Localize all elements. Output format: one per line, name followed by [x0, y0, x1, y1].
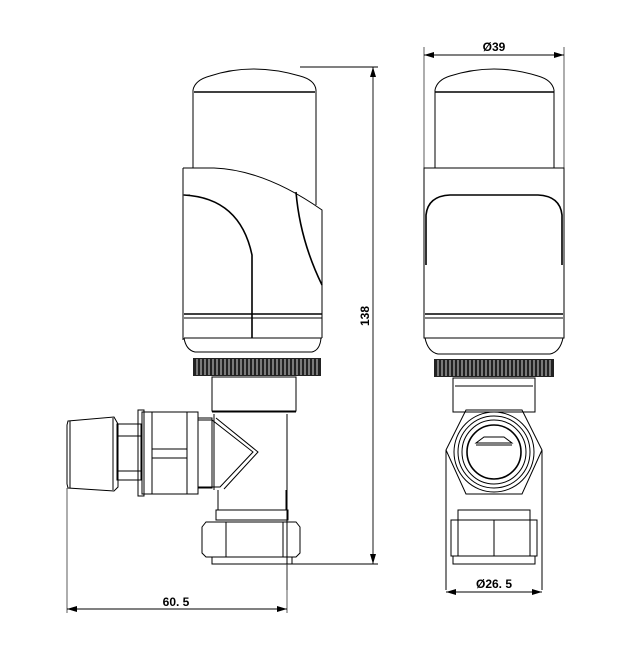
front-head-cap [434, 68, 555, 91]
union-nut [141, 411, 199, 495]
side-view [66, 68, 323, 613]
width-dimension: 60. 5 [67, 595, 287, 612]
width-label: 60. 5 [163, 595, 190, 609]
handle-body [183, 167, 323, 285]
front-hex-port [445, 409, 543, 495]
height-label: 138 [358, 306, 372, 326]
head-diameter-dimension: Ø39 [424, 40, 564, 58]
front-view [423, 47, 565, 590]
valve-body [198, 419, 254, 488]
end-cap [66, 416, 119, 492]
body-diameter-dimension: Ø26. 5 [446, 577, 542, 595]
height-dimension: 138 [292, 66, 378, 565]
head-diameter-label: Ø39 [483, 40, 506, 54]
bottom-nut [201, 521, 301, 558]
head-cap-dome [192, 68, 317, 91]
front-handle-panel [425, 194, 563, 265]
body-diameter-label: Ø26. 5 [476, 577, 512, 591]
valve-stem [211, 376, 297, 412]
